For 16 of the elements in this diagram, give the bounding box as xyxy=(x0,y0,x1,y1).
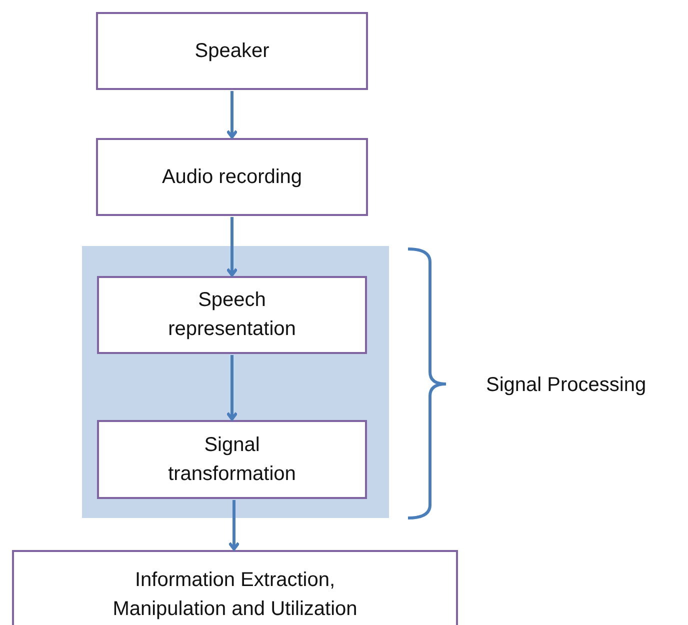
process-box xyxy=(97,420,367,499)
arrow xyxy=(226,355,238,420)
box-label: Speech representation xyxy=(167,288,297,342)
arrow xyxy=(226,217,238,276)
arrow xyxy=(228,500,240,550)
bracket-label: Signal Processing xyxy=(486,374,646,397)
panel-background xyxy=(82,246,389,518)
process-box xyxy=(97,276,367,354)
process-box xyxy=(12,550,458,625)
process-box xyxy=(96,138,368,216)
process-box xyxy=(96,12,368,90)
box-label: Information Extraction, Manipulation and Utilization xyxy=(112,568,358,622)
box-label: Audio recording xyxy=(162,164,302,190)
arrow xyxy=(226,91,238,138)
box-label: Speaker xyxy=(194,38,270,64)
box-label: Signal transformation xyxy=(167,432,297,486)
